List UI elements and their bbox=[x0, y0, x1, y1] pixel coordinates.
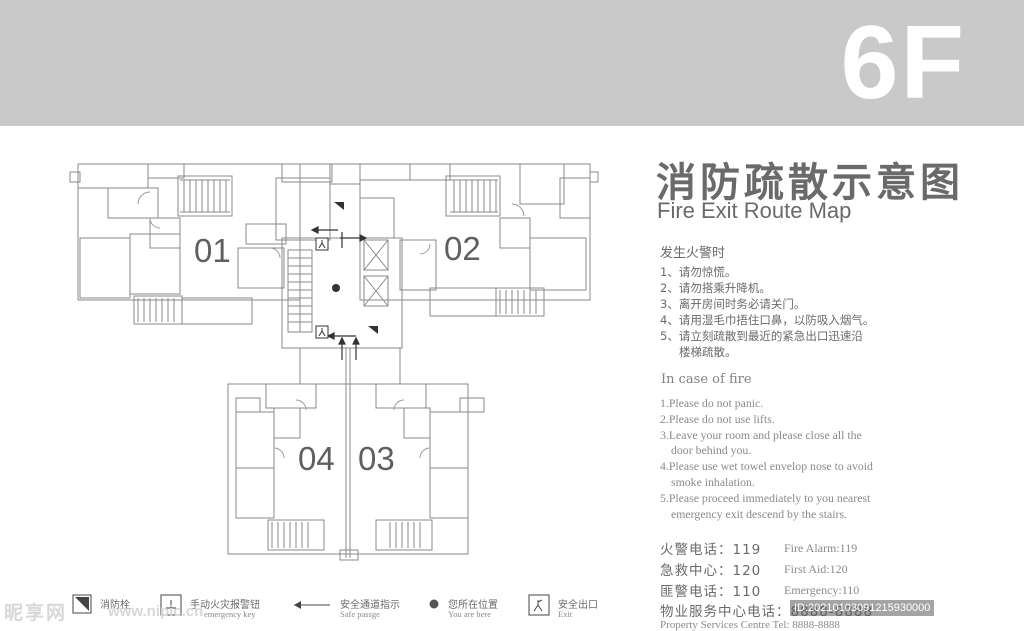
floor-plan bbox=[69, 163, 599, 561]
title-english: Fire Exit Route Map bbox=[657, 198, 852, 223]
watermark-site-logo: 昵享网 bbox=[4, 602, 68, 624]
header-banner bbox=[0, 0, 1024, 126]
alarm-button-icon bbox=[160, 594, 182, 616]
list-item: 1、请勿惊慌。 bbox=[660, 265, 737, 279]
list-item: door behind you. bbox=[671, 443, 752, 458]
phone-row: 急救中心：120 First Aid:120 bbox=[660, 559, 1000, 580]
legend-label-en: Exit bbox=[558, 609, 573, 619]
floor-label: 6F bbox=[840, 5, 966, 121]
title-chinese: 消防疏散示意图 bbox=[656, 160, 964, 206]
legend-label: 手动火灾报警钮 bbox=[190, 600, 260, 611]
service-phone-en: Property Services Centre Tel: 8888-8888 bbox=[660, 619, 840, 631]
legend-label-en: You are here bbox=[448, 609, 492, 619]
legend-label-en: emergency key bbox=[204, 609, 256, 619]
list-item: 1.Please do not panic. bbox=[660, 396, 764, 410]
phone-en: Emergency:110 bbox=[784, 583, 860, 597]
list-item: 5.Please proceed immediately to you near… bbox=[660, 490, 871, 505]
phone-cn: 急救中心：120 bbox=[660, 563, 762, 579]
instructions-en-heading: In case of fire bbox=[661, 372, 752, 387]
legend-label: 您所在位置 bbox=[448, 600, 498, 611]
legend-label: 消防栓 bbox=[100, 600, 130, 611]
instructions-cn-list: 1、请勿惊慌。 2、请勿搭乘升降机。 3、离开房间时务必请关门。 4、请用湿毛巾… bbox=[660, 264, 960, 360]
phone-cn: 匪警电话：110 bbox=[660, 584, 762, 600]
phone-en: First Aid:120 bbox=[784, 562, 848, 576]
phone-row: 火警电话：119 Fire Alarm:119 bbox=[660, 538, 1000, 559]
legend-label: 安全出口 bbox=[558, 600, 598, 611]
list-item: 2、请勿搭乘升降机。 bbox=[660, 281, 771, 295]
phone-cn: 火警电话：119 bbox=[660, 542, 762, 558]
arrow-left-icon bbox=[294, 601, 330, 609]
emergency-phones: 火警电话：119 Fire Alarm:119 急救中心：120 First A… bbox=[660, 538, 1000, 601]
watermark-url: www.nipic.cn bbox=[108, 603, 204, 620]
list-item: 5、请立刻疏散到最近的紧急出口迅速沿 bbox=[660, 329, 863, 343]
unit-02-label: 02 bbox=[444, 230, 481, 267]
watermark-id: ID:20210103091215930000 bbox=[790, 600, 935, 616]
exit-sign-marker bbox=[315, 237, 329, 339]
legend-label: 安全通道指示 bbox=[340, 600, 400, 611]
list-item: 4.Please use wet towel envelop nose to a… bbox=[660, 459, 873, 474]
phone-row: 匪警电话：110 Emergency:110 bbox=[660, 580, 1000, 601]
list-item: smoke inhalation. bbox=[671, 474, 755, 489]
dot-icon bbox=[429, 599, 439, 609]
fire-hydrant-icon bbox=[72, 594, 92, 614]
list-item: 4、请用湿毛巾捂住口鼻，以防吸入烟气。 bbox=[660, 313, 875, 327]
list-item: 3.Leave your room and please close all t… bbox=[660, 427, 862, 442]
phone-en: Fire Alarm:119 bbox=[784, 541, 858, 555]
you-are-here-marker bbox=[332, 284, 340, 292]
list-item: emergency exit descend by the stairs. bbox=[671, 506, 848, 521]
legend-label-en: Safe passge bbox=[340, 609, 380, 619]
instructions-en-list: 1.Please do not panic. 2.Please do not u… bbox=[660, 396, 960, 522]
list-item: 2.Please do not use lifts. bbox=[660, 411, 775, 426]
list-item: 楼梯疏散。 bbox=[679, 345, 737, 359]
unit-01-label: 01 bbox=[194, 232, 231, 269]
unit-04-label: 04 bbox=[298, 440, 335, 477]
instructions-cn-heading: 发生火警时 bbox=[660, 246, 726, 261]
exit-sign-icon bbox=[528, 594, 550, 616]
list-item: 3、离开房间时务必请关门。 bbox=[660, 297, 806, 311]
unit-03-label: 03 bbox=[358, 440, 395, 477]
